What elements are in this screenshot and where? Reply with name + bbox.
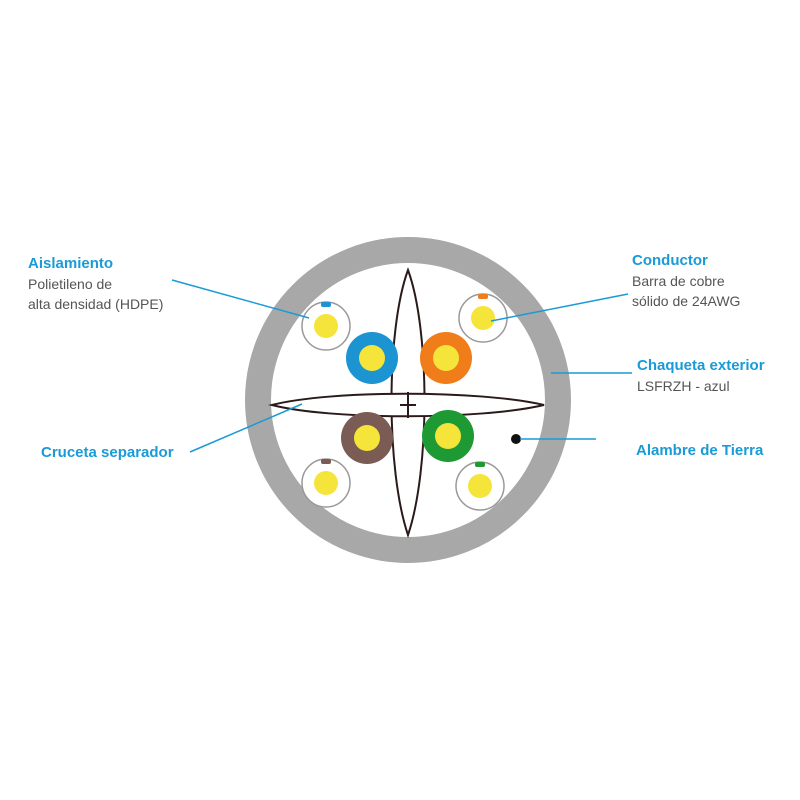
- label-aislamiento-line2: alta densidad (HDPE): [28, 296, 164, 312]
- pair-brown-solid: [341, 412, 393, 464]
- leader-line-conductor: [490, 293, 629, 322]
- ground-wire: [511, 434, 521, 444]
- pair-blue-solid: [346, 332, 398, 384]
- pair-green-white-conductor: [455, 461, 505, 511]
- pair-brown-white-conductor: [301, 458, 351, 508]
- pair-orange-white-conductor: [458, 293, 508, 343]
- label-tierra-title: Alambre de Tierra: [636, 442, 764, 459]
- label-chaqueta-line1: LSFRZH - azul: [637, 378, 730, 394]
- label-chaqueta: Chaqueta exterior LSFRZH - azul: [637, 356, 765, 396]
- leader-line-cruceta: [189, 403, 303, 453]
- label-conductor-title: Conductor: [632, 252, 708, 269]
- cross-separator: [271, 267, 545, 539]
- label-aislamiento: Aislamiento Polietileno de alta densidad…: [28, 254, 163, 314]
- label-conductor: Conductor Barra de cobre sólido de 24AWG: [632, 251, 740, 311]
- label-chaqueta-title: Chaqueta exterior: [637, 357, 765, 374]
- leader-line-aislamiento: [171, 279, 310, 319]
- outer-jacket: [245, 237, 571, 563]
- pair-green-solid: [422, 410, 474, 462]
- label-tierra: Alambre de Tierra: [636, 441, 763, 461]
- pair-orange-solid: [420, 332, 472, 384]
- label-conductor-line2: sólido de 24AWG: [632, 293, 741, 309]
- pair-blue-white-conductor: [301, 301, 351, 351]
- label-cruceta: Cruceta separador: [41, 443, 174, 463]
- label-aislamiento-title: Aislamiento: [28, 255, 114, 272]
- label-cruceta-title: Cruceta separador: [41, 444, 174, 461]
- label-conductor-line1: Barra de cobre: [632, 273, 725, 289]
- label-aislamiento-line1: Polietileno de: [28, 276, 113, 292]
